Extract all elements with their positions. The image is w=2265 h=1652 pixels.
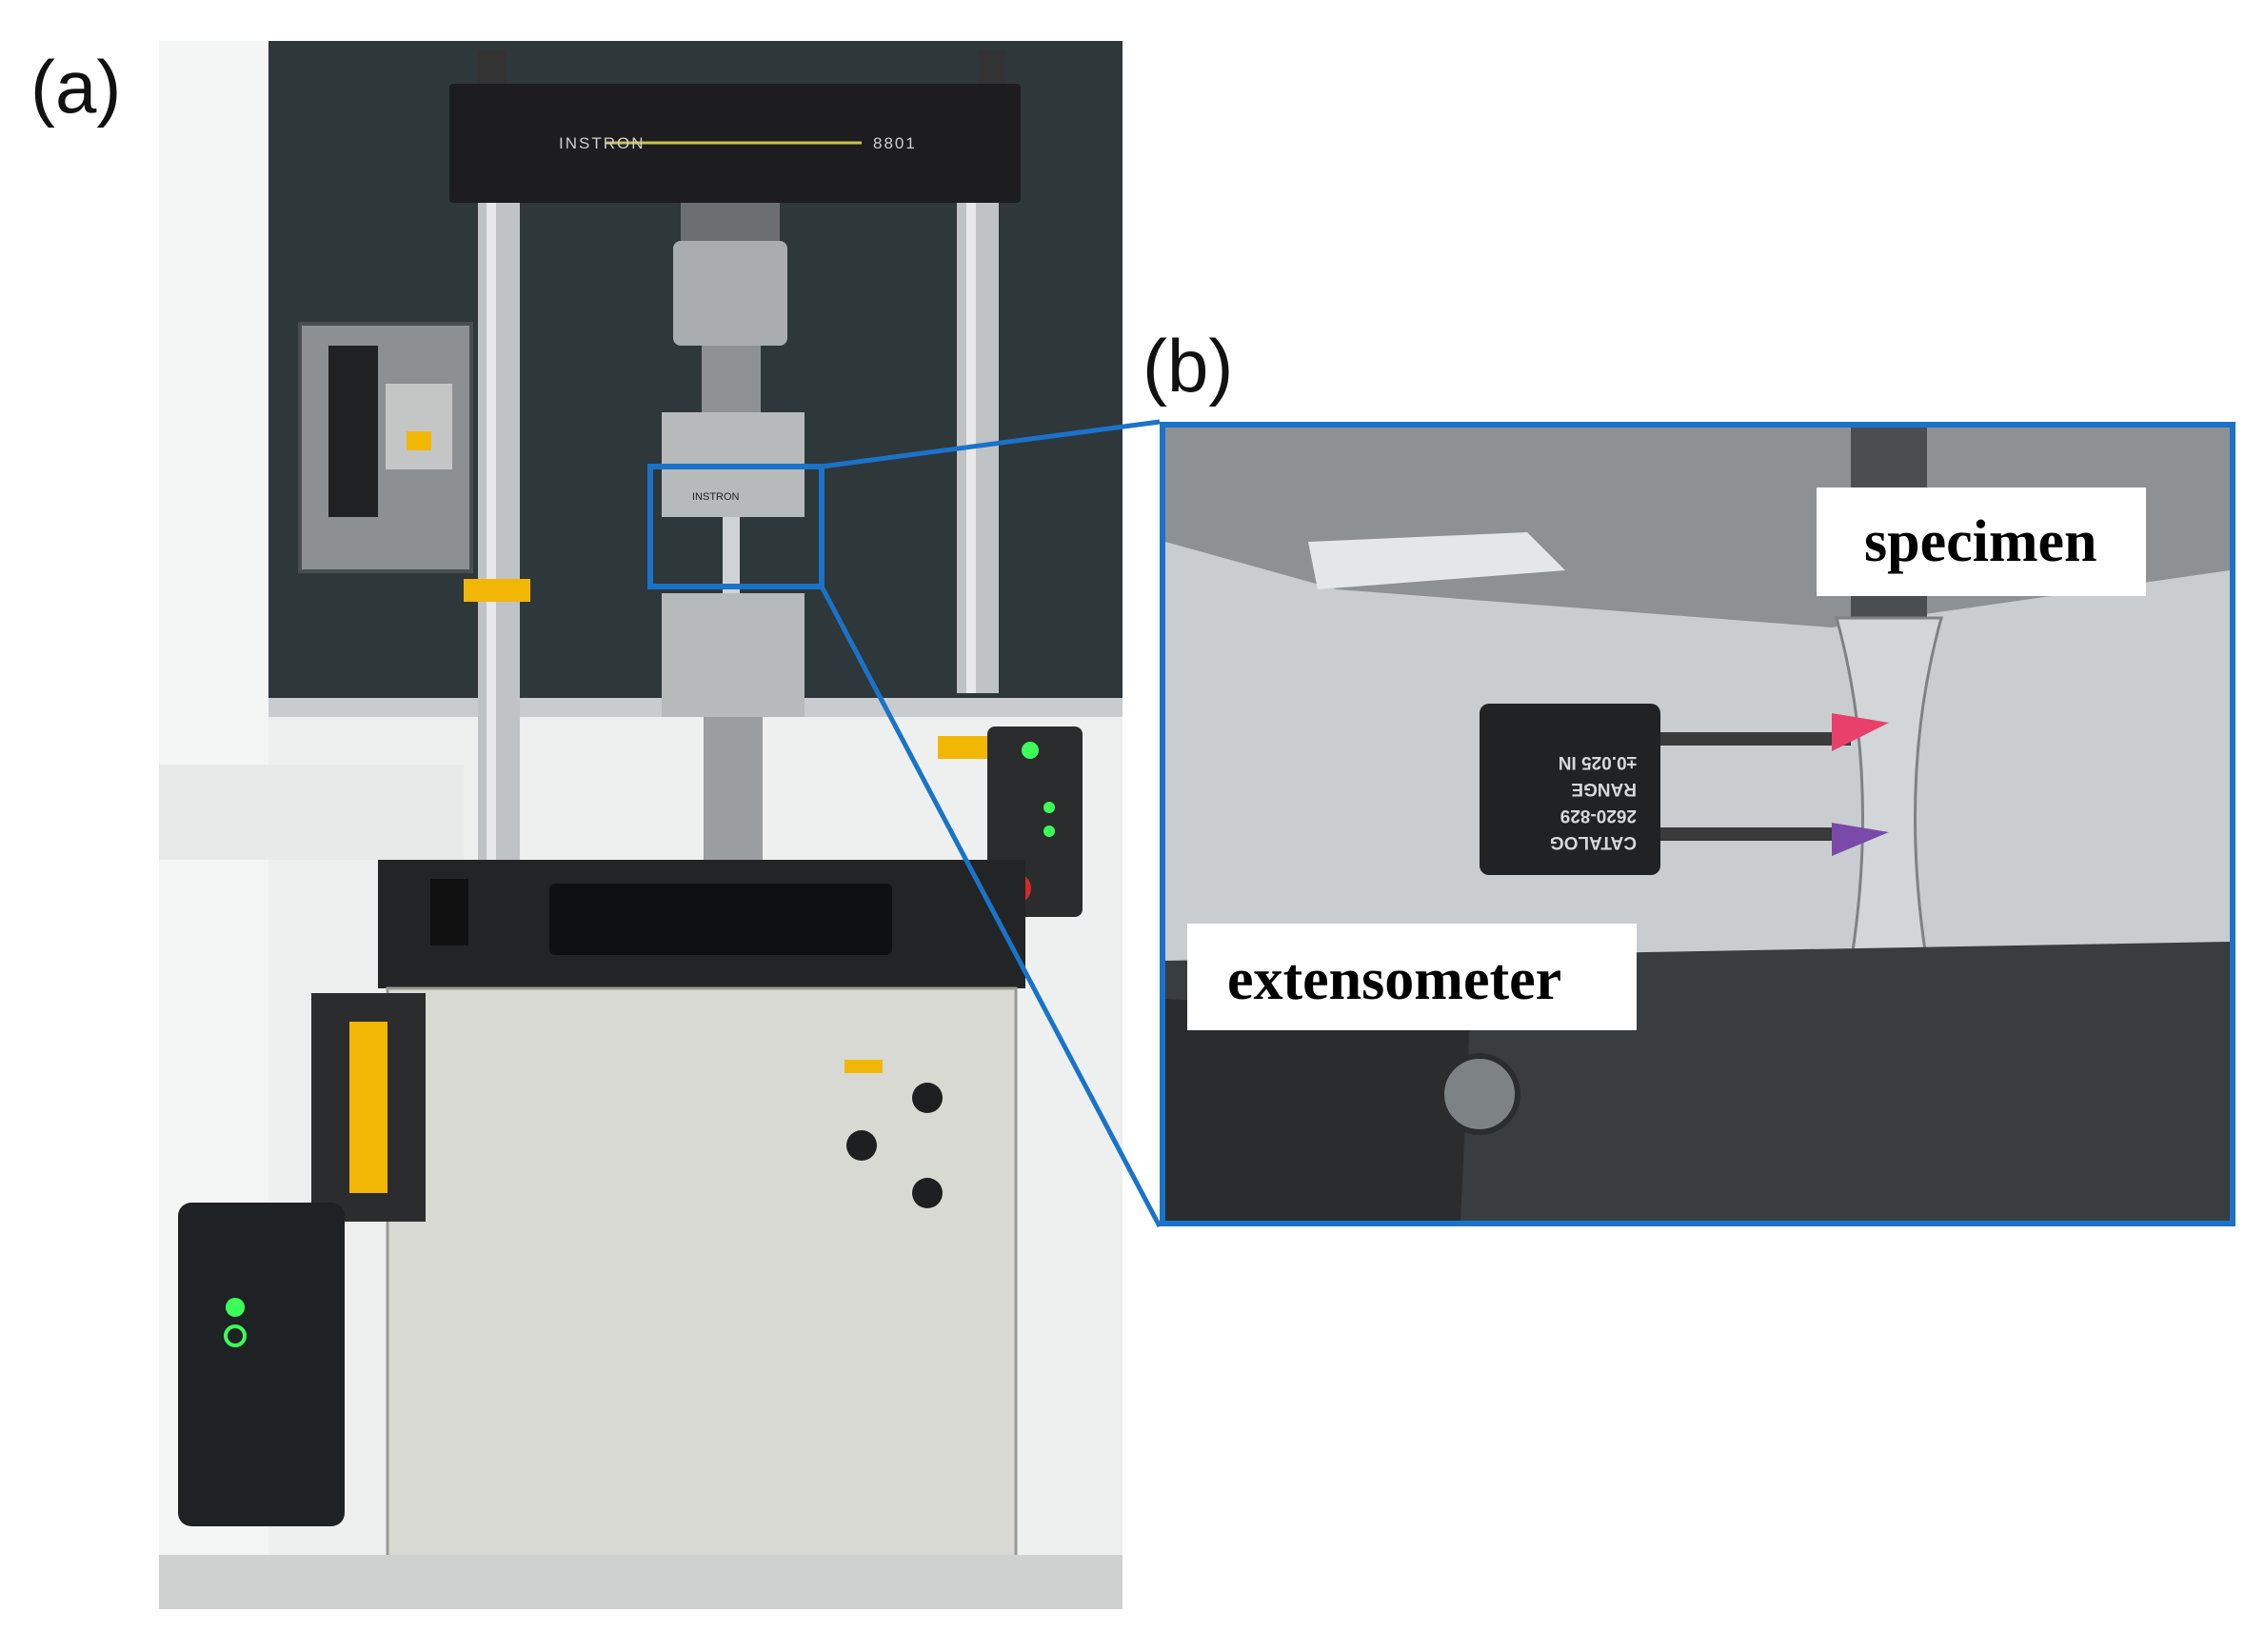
extensometer-body (1480, 704, 1660, 875)
crosshead-brand: INSTRON (559, 134, 646, 152)
left-column (478, 198, 520, 893)
extensometer-marking-2: 2620-829 (1560, 806, 1637, 826)
crosshead-model: 8801 (873, 134, 917, 152)
load-cell (673, 241, 787, 346)
panel-b-label: (b) (1142, 324, 1234, 408)
machine-body (387, 988, 1016, 1579)
extensometer-callout: extensometer (1187, 924, 1637, 1030)
right-column (957, 198, 999, 693)
pump-unit (178, 1203, 345, 1526)
specimen-callout: specimen (1817, 488, 2146, 596)
panel-a-label: (a) (30, 45, 122, 129)
extensometer-marking-4: ±0.025 IN (1559, 752, 1637, 772)
extensometer-marking-3: RANGE (1571, 779, 1637, 799)
svg-text:INSTRON: INSTRON (692, 491, 740, 503)
testing-machine-photo: INSTRON 8801 INSTRON (159, 41, 1123, 1609)
lower-grip (662, 593, 805, 717)
extensometer-marking-1: CATALOG (1550, 832, 1637, 852)
closeup-photo: CATALOG 2620-829 RANGE ±0.025 IN (1160, 422, 2235, 1226)
safety-handle (349, 1022, 387, 1193)
